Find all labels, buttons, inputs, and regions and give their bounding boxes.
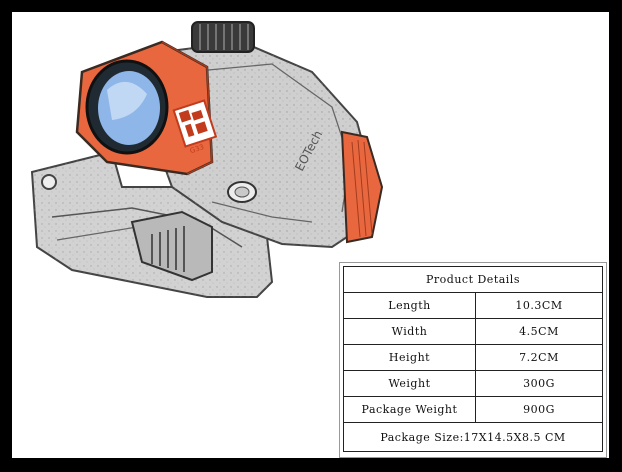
spec-label: Width [343, 318, 476, 345]
product-details-title: Product Details [343, 266, 603, 293]
table-row: Package Weight 900G [343, 396, 603, 423]
spec-value: 300G [475, 370, 603, 397]
table-row: Weight 300G [343, 370, 603, 397]
mount-lever [130, 210, 213, 282]
package-size: Package Size:17X14.5X8.5 CM [343, 422, 603, 452]
package-size-row: Package Size:17X14.5X8.5 CM [343, 422, 603, 452]
table-row: Length 10.3CM [343, 292, 603, 319]
product-details-title-row: Product Details [343, 266, 603, 293]
spec-label: Length [343, 292, 476, 319]
spec-label: Height [343, 344, 476, 371]
spec-value: 10.3CM [475, 292, 603, 319]
product-image-frame: EOTech [12, 12, 609, 458]
spec-value: 4.5CM [475, 318, 603, 345]
product-details-table: Product Details Length 10.3CM Width 4.5C… [343, 266, 603, 452]
table-row: Width 4.5CM [343, 318, 603, 345]
spec-label: Weight [343, 370, 476, 397]
side-switch [227, 181, 257, 203]
adjustment-knob [191, 21, 255, 53]
spec-label: Package Weight [343, 396, 476, 423]
spec-value: 900G [475, 396, 603, 423]
eyepiece-ring [340, 130, 384, 244]
table-row: Height 7.2CM [343, 344, 603, 371]
magnifier-sight-illustration: EOTech [30, 21, 384, 298]
front-lens [85, 59, 169, 155]
product-details-panel: Product Details Length 10.3CM Width 4.5C… [339, 262, 607, 458]
spec-value: 7.2CM [475, 344, 603, 371]
housing-label: G33 [172, 99, 218, 155]
